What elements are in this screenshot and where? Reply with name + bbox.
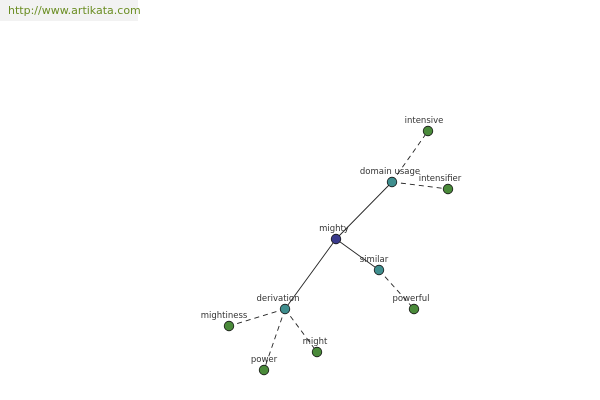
node-intensifier[interactable]: intensifier [419, 174, 462, 195]
node-intensive[interactable]: intensive [405, 116, 444, 137]
node-power[interactable]: power [251, 355, 278, 376]
node-label-intensifier[interactable]: intensifier [419, 174, 462, 184]
node-circle-derivation[interactable] [279, 303, 291, 315]
edge-derivation-power [263, 308, 286, 371]
node-circle-powerful[interactable] [408, 303, 420, 315]
node-label-derivation[interactable]: derivation [256, 294, 299, 304]
node-label-powerful[interactable]: powerful [392, 294, 429, 304]
node-mightiness[interactable]: mightiness [201, 311, 248, 332]
edge-derivation-mightiness [228, 308, 286, 327]
node-label-might[interactable]: might [303, 337, 328, 347]
edge-mighty-similar [335, 238, 380, 271]
node-powerful[interactable]: powerful [392, 294, 430, 315]
node-label-intensive[interactable]: intensive [405, 116, 444, 126]
node-circle-intensive[interactable] [422, 125, 434, 137]
node-might[interactable]: might [303, 337, 328, 358]
nodes-layer: mighty domain usage similar derivation inten… [201, 116, 462, 376]
edge-mighty-domain-usage [335, 181, 393, 240]
node-circle-intensifier[interactable] [442, 183, 454, 195]
node-similar[interactable]: similar [360, 255, 389, 276]
node-mighty[interactable]: mighty [319, 224, 349, 245]
edge-domain-usage-intensive [391, 130, 429, 183]
edge-domain-usage-intensifier [391, 181, 449, 190]
edges-layer [228, 130, 449, 371]
node-label-mightiness[interactable]: mightiness [201, 311, 248, 321]
node-circle-similar[interactable] [373, 264, 385, 276]
node-circle-mighty[interactable] [330, 233, 342, 245]
node-circle-domain-usage[interactable] [386, 176, 398, 188]
node-circle-mightiness[interactable] [223, 320, 235, 332]
node-label-power[interactable]: power [251, 355, 278, 365]
node-label-mighty[interactable]: mighty [319, 224, 349, 234]
site-url-banner[interactable]: http://www.artikata.com [0, 0, 141, 21]
node-circle-power[interactable] [258, 364, 270, 376]
node-circle-might[interactable] [311, 346, 323, 358]
node-derivation[interactable]: derivation [256, 294, 300, 315]
node-label-domain-usage[interactable]: domain usage [360, 167, 420, 177]
node-label-similar[interactable]: similar [360, 255, 389, 265]
edge-mighty-derivation [284, 238, 337, 310]
node-domain-usage[interactable]: domain usage [360, 167, 420, 188]
